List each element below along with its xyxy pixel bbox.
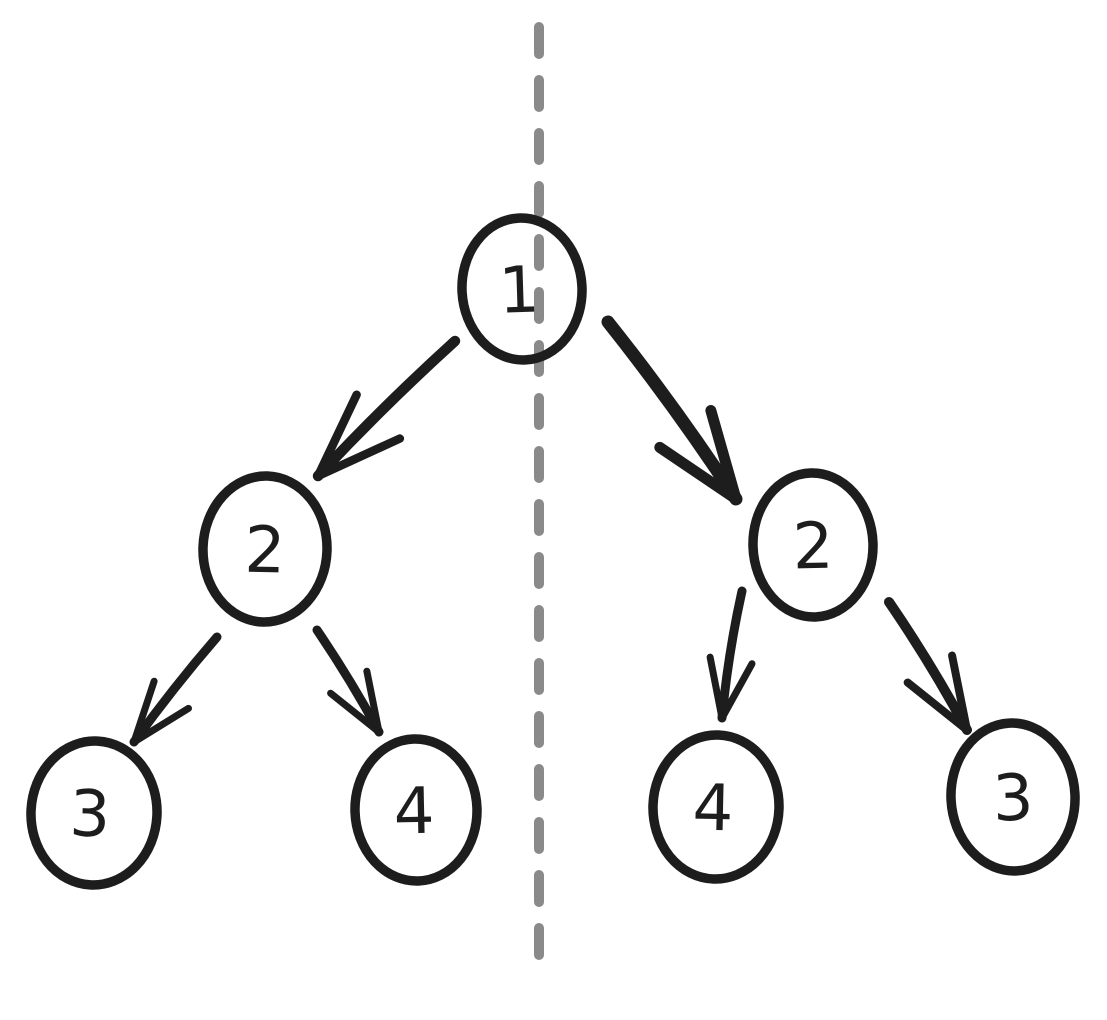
edge-arrowhead-barb-right-left-2-to-left-4 [363, 667, 383, 736]
tree-node-circle-left-4 [350, 734, 482, 886]
edge-arrowhead-barb-right-root-to-left-2 [313, 434, 405, 481]
edge-shaft-root-to-right-2 [601, 315, 743, 506]
edge-shaft-root-to-left-2 [312, 335, 461, 482]
edge-arrowhead-barb-left-left-2-to-left-3 [130, 677, 158, 746]
edge-arrowhead-barb-left-root-to-right-2 [654, 441, 742, 505]
edge-shaft-right-2-to-right-3 [884, 597, 972, 735]
edge-arrowhead-barb-right-left-2-to-left-3 [130, 704, 192, 746]
edge-arrowhead-barb-right-right-2-to-right-4 [718, 660, 756, 722]
tree-node-label-left-2: 2 [244, 514, 286, 589]
edge-arrowhead-barb-left-left-2-to-left-4 [327, 689, 383, 736]
edge-shaft-left-2-to-left-4 [312, 625, 384, 737]
edge-arrowhead-barb-left-root-to-left-2 [313, 390, 361, 481]
tree-node-circle-left-2 [198, 471, 332, 627]
edge-shaft-right-2-to-right-4 [717, 586, 747, 723]
tree-node-label-right-4: 4 [692, 772, 734, 847]
tree-node-label-right-2: 2 [792, 510, 834, 585]
tree-node-circle-right-3 [946, 718, 1080, 876]
tree-node-circle-right-4 [648, 730, 784, 884]
tree-node-circle-left-3 [26, 736, 162, 890]
edge-shaft-left-2-to-left-3 [129, 632, 222, 747]
tree-node-circle-root [457, 213, 587, 365]
tree-node-label-left-3: 3 [68, 777, 111, 852]
tree-node-label-root: 1 [498, 254, 541, 329]
tree-node-label-right-3: 3 [992, 761, 1035, 836]
edge-arrowhead-barb-right-right-2-to-right-3 [948, 651, 971, 734]
tree-node-label-left-4: 4 [393, 775, 435, 850]
edge-arrowhead-barb-left-right-2-to-right-4 [706, 653, 726, 722]
tree-node-circle-right-2 [748, 468, 878, 622]
edge-arrowhead-barb-left-right-2-to-right-3 [903, 678, 971, 734]
edge-arrowhead-barb-right-root-to-right-2 [705, 405, 742, 505]
